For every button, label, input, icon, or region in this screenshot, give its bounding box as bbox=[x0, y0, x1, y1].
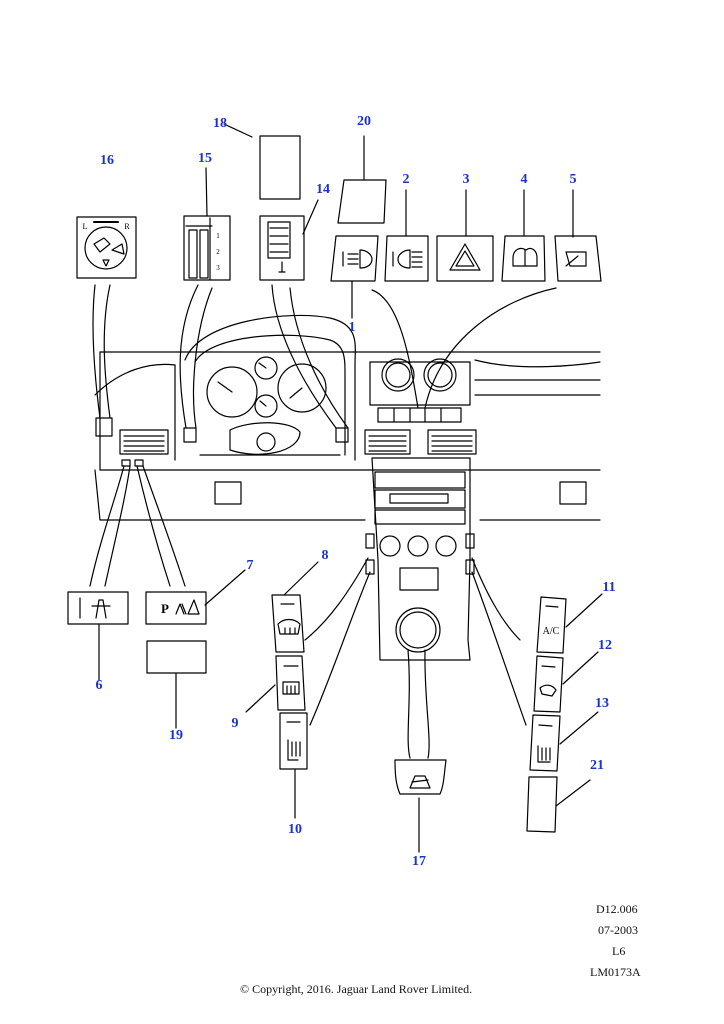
callout-5: 5 bbox=[569, 172, 577, 187]
callout-12: 12 bbox=[598, 638, 612, 653]
diagram-code: LM0173A bbox=[590, 965, 641, 979]
diagram-date: 07-2003 bbox=[598, 923, 638, 937]
switch-6 bbox=[67, 591, 129, 625]
callout-13: 13 bbox=[595, 696, 609, 711]
callout-1: 1 bbox=[348, 320, 356, 335]
switch-7 bbox=[145, 591, 207, 625]
callout-4: 4 bbox=[520, 172, 528, 187]
heated-screen-switch bbox=[259, 215, 305, 281]
blank-panel-19 bbox=[146, 640, 207, 674]
leader-lines bbox=[89, 123, 603, 853]
callout-17: 17 bbox=[412, 854, 426, 869]
instrument-cluster bbox=[206, 356, 327, 455]
callout-18: 18 bbox=[213, 116, 227, 131]
ac-label: A/C bbox=[543, 626, 560, 637]
center-console bbox=[365, 457, 475, 661]
switch-13 bbox=[529, 714, 561, 772]
air-vents bbox=[119, 429, 477, 455]
blank-panel-20 bbox=[337, 179, 387, 224]
callout-21: 21 bbox=[590, 758, 604, 773]
upper-vents bbox=[377, 358, 462, 423]
switch-9 bbox=[275, 655, 306, 711]
switch-12 bbox=[533, 655, 564, 713]
dimmer-2-label: 2 bbox=[216, 248, 220, 256]
callout-9: 9 bbox=[231, 716, 239, 731]
callout-7: 7 bbox=[246, 558, 254, 573]
dash-switch-slots bbox=[95, 417, 349, 467]
callout-11: 11 bbox=[602, 580, 616, 595]
blank-panel-18 bbox=[259, 135, 301, 200]
mirror-switch bbox=[76, 216, 137, 279]
switch-17 bbox=[394, 759, 447, 795]
switch-4 bbox=[501, 235, 546, 282]
blank-panel-21 bbox=[526, 776, 558, 833]
park-label: P bbox=[161, 601, 169, 616]
callout-6: 6 bbox=[95, 678, 103, 693]
mirror-right-label: R bbox=[124, 222, 130, 231]
callout-2: 2 bbox=[402, 172, 410, 187]
switch-8 bbox=[271, 594, 305, 653]
diagram-ref: D12.006 bbox=[596, 902, 638, 916]
callout-16: 16 bbox=[100, 153, 114, 168]
hazard-switch bbox=[436, 235, 494, 282]
callout-19: 19 bbox=[169, 728, 183, 743]
callout-8: 8 bbox=[321, 548, 329, 563]
rear-fog-switch bbox=[384, 235, 429, 282]
dashboard-outline bbox=[94, 314, 601, 521]
mirror-left-label: L bbox=[83, 222, 88, 231]
diagram-model: L6 bbox=[612, 944, 626, 958]
callout-15: 15 bbox=[198, 151, 212, 166]
switch-5 bbox=[554, 235, 602, 282]
callout-3: 3 bbox=[462, 172, 470, 187]
callout-10: 10 bbox=[288, 822, 302, 837]
dimmer-1-label: 1 bbox=[216, 232, 220, 240]
dimmer-switch bbox=[183, 215, 231, 281]
front-fog-switch bbox=[330, 235, 379, 282]
dimmer-3-label: 3 bbox=[216, 264, 220, 272]
switch-10 bbox=[279, 712, 308, 770]
copyright: © Copyright, 2016. Jaguar Land Rover Lim… bbox=[240, 982, 473, 996]
lower-dash bbox=[214, 481, 587, 505]
callout-20: 20 bbox=[357, 114, 371, 129]
callout-14: 14 bbox=[316, 182, 330, 197]
ac-switch bbox=[536, 596, 567, 654]
